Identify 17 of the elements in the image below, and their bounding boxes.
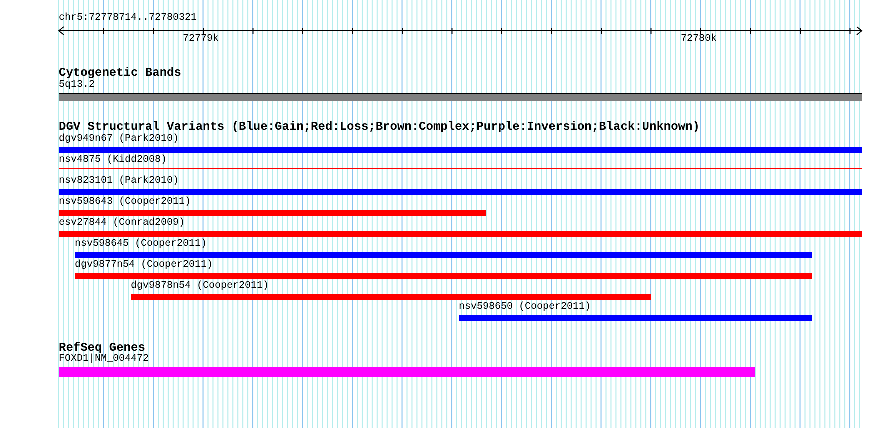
feature-label: dgv9877n54 (Cooper2011) [75, 260, 214, 271]
feature-label: esv27844 (Conrad2009) [59, 218, 186, 229]
track-heading: Cytogenetic Bands [59, 67, 182, 79]
track-heading: RefSeq Genes [59, 342, 146, 354]
feature-label: FOXD1|NM_004472 [59, 354, 150, 365]
tick-label: 72780k [681, 35, 718, 45]
feature-label: dgv949n67 (Park2010) [59, 134, 180, 145]
feature-label: dgv9878n54 (Cooper2011) [131, 281, 270, 292]
feature-label: 5q13.2 [59, 80, 96, 91]
track-heading: DGV Structural Variants (Blue:Gain;Red:Loss;Brown:Complex;Purple:Inversion;Black:Unknown) [59, 121, 700, 133]
feature-label: nsv598645 (Cooper2011) [75, 239, 208, 250]
feature-label: nsv4875 (Kidd2008) [59, 155, 168, 166]
tick-label: 72779k [183, 35, 220, 45]
feature-label: nsv823101 (Park2010) [59, 176, 180, 187]
feature-label: nsv598650 (Cooper2011) [459, 302, 592, 313]
coordinate-range: chr5:72778714..72780321 [59, 14, 198, 24]
feature-label: nsv598643 (Cooper2011) [59, 197, 192, 208]
